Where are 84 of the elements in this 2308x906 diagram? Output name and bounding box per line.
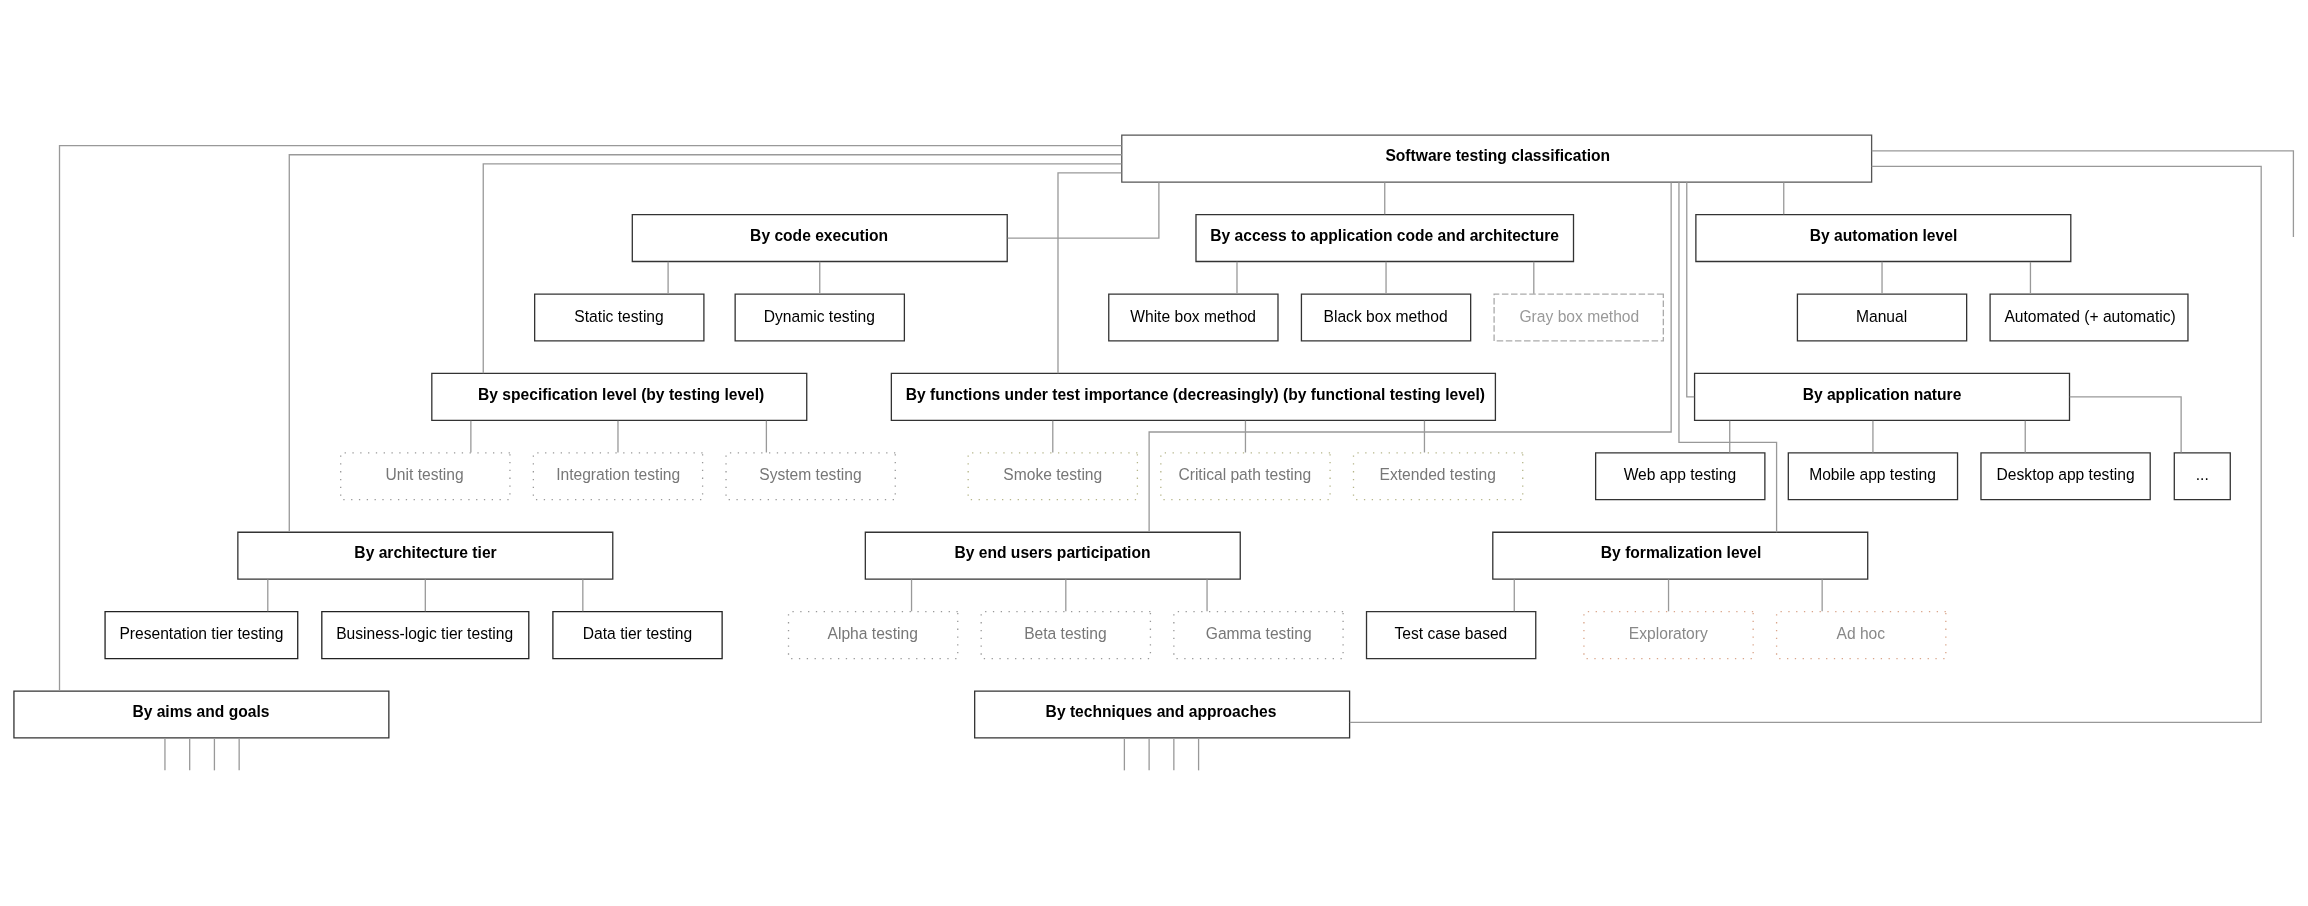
node-box: By functions under test importance (decreasingly) (by functional testing level) [890,372,1497,421]
node-box: Unit testing [340,451,511,500]
connector [2029,260,2032,294]
connector [482,162,1123,374]
node-box: ... [2173,451,2231,500]
connector [1783,181,1785,215]
connector [1872,419,1874,453]
node-box: Automated (+ automatic) [1989,292,2189,342]
connector [1384,181,1386,215]
connector [1881,260,1883,294]
connector [189,737,191,771]
node-box: Exploratory [1583,610,1754,659]
node-box: White box method [1108,292,1279,342]
connector [1173,737,1175,771]
node-box: By access to application code and architecture [1195,213,1575,262]
node-box: By automation level [1695,213,2072,262]
connector [1065,578,1067,612]
node-box: Desktop app testing [1980,451,2151,500]
node-box: Gray box method [1493,292,1664,342]
node-box: Dynamic testing [734,292,906,342]
connector [1729,419,1731,453]
connector [1821,578,1823,612]
node-box: Data tier testing [552,610,723,659]
connector [164,737,166,771]
node-box: Extended testing [1352,451,1524,500]
node-box: Critical path testing [1160,451,1331,500]
node-box: By aims and goals [13,689,390,739]
connector [470,419,472,453]
node-box: By code execution [631,213,1008,262]
node-box: Software testing classification [1121,134,1873,183]
connector [765,419,768,453]
node-box: Ad hoc [1775,610,1947,659]
node-box: By end users participation [864,531,1241,580]
connector [288,153,1123,532]
connector [1423,419,1426,453]
connector [1667,578,1670,612]
connector [582,578,584,612]
connector [1349,165,2262,723]
node-box: By techniques and approaches [974,689,1351,739]
connector [1385,260,1387,294]
node-box: Manual [1796,292,1968,342]
node-box: Integration testing [532,451,704,500]
node-box: Presentation tier testing [104,610,299,659]
connector [1678,181,1778,533]
connector [1533,260,1535,294]
connector [424,578,426,612]
connector [1057,171,1122,374]
connector [1236,260,1238,294]
node-box: Business-logic tier testing [321,610,530,659]
node-box: Smoke testing [967,451,1139,500]
connector [819,260,821,294]
connector [1686,181,1695,397]
connector [1206,578,1208,612]
node-box: System testing [725,451,896,500]
connector [1052,419,1054,453]
connector [267,578,269,612]
node-box: Web app testing [1595,451,1766,500]
connector [1007,181,1160,239]
connector [1123,737,1126,771]
node-box: Gamma testing [1173,610,1344,659]
node-box: Static testing [534,292,705,342]
connector [1871,149,2295,238]
connector [1197,737,1200,771]
connector [2024,419,2026,453]
connector [667,260,669,294]
connector [1148,737,1150,771]
node-box: Alpha testing [787,610,959,659]
connector [213,737,216,771]
node-box: By architecture tier [237,531,614,580]
connector [58,144,1123,691]
connector [2069,395,2182,453]
node-box: Mobile app testing [1787,451,1959,500]
connector [1513,578,1515,612]
node-box: By specification level (by testing level) [431,372,808,421]
node-box: By application nature [1693,372,2071,421]
connector [1244,419,1247,453]
node-box: Black box method [1300,292,1472,342]
node-box: Beta testing [980,610,1152,659]
connector [910,578,913,612]
connector [617,419,619,453]
node-box: Test case based [1365,610,1537,659]
connector [1148,181,1672,532]
node-box: By formalization level [1492,531,1869,580]
connector [238,737,240,771]
